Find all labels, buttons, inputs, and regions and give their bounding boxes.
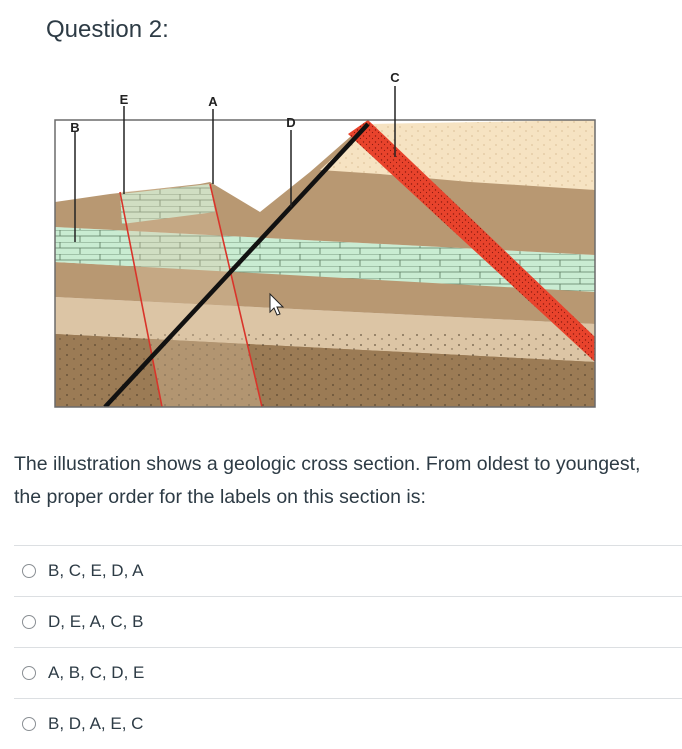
answer-label: B, D, A, E, C xyxy=(48,714,144,733)
radio-button-icon[interactable] xyxy=(22,717,36,731)
label-e: E xyxy=(120,92,129,107)
answer-option-3[interactable]: A, B, C, D, E xyxy=(14,647,682,698)
answer-list: B, C, E, D, A D, E, A, C, B A, B, C, D, … xyxy=(14,545,682,749)
answer-label: A, B, C, D, E xyxy=(48,663,145,682)
answer-label: D, E, A, C, B xyxy=(48,612,144,631)
answer-label: B, C, E, D, A xyxy=(48,561,144,580)
label-b: B xyxy=(70,120,79,135)
label-d: D xyxy=(286,115,295,130)
answer-option-1[interactable]: B, C, E, D, A xyxy=(14,545,682,596)
question-text: The illustration shows a geologic cross … xyxy=(14,453,641,508)
label-c: C xyxy=(390,70,400,85)
radio-button-icon[interactable] xyxy=(22,666,36,680)
radio-button-icon[interactable] xyxy=(22,564,36,578)
rock-layers xyxy=(55,120,595,407)
mouse-cursor-icon xyxy=(269,292,285,316)
label-a: A xyxy=(208,94,218,109)
figure-frame xyxy=(54,119,596,408)
answer-option-4[interactable]: B, D, A, E, C xyxy=(14,698,682,749)
question-title: Question 2: xyxy=(46,16,169,43)
geologic-cross-section-figure: B E A D C xyxy=(50,62,600,412)
cross-section-svg: B E A D C xyxy=(54,70,596,408)
radio-button-icon[interactable] xyxy=(22,615,36,629)
answer-option-2[interactable]: D, E, A, C, B xyxy=(14,596,682,647)
